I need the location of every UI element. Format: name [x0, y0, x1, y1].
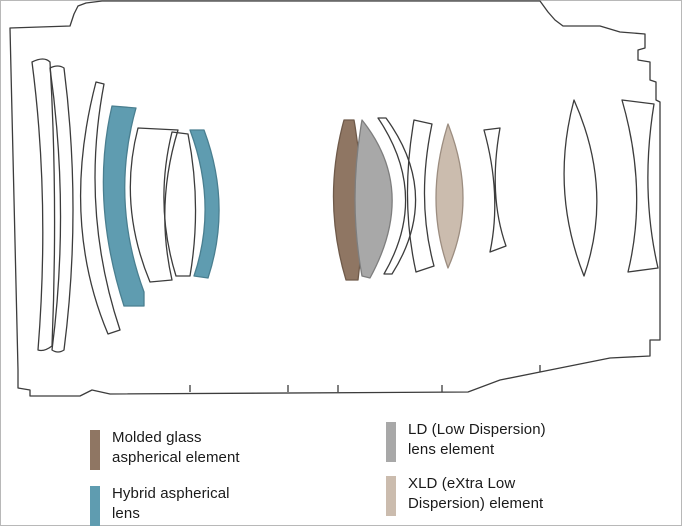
legend-label-hybrid: Hybrid aspherical lens: [112, 484, 230, 524]
legend-label-ld-line1: LD (Low Dispersion): [408, 421, 546, 438]
legend-item-molded: Molded glass aspherical element: [90, 428, 240, 470]
lens-element-5: [163, 131, 197, 277]
hybrid-aspherical-element-2: [189, 129, 220, 279]
legend-label-xld-line1: XLD (eXtra Low: [408, 475, 516, 492]
lens-element-7: [406, 119, 435, 273]
ld-lens-element: [354, 119, 393, 279]
barrel-tick-marks: [189, 365, 541, 392]
legend-label-xld-line2: Dispersion) element: [408, 495, 544, 512]
lens-barrel-outline: [9, 0, 661, 397]
lens-element-8: [483, 127, 507, 253]
legend-swatch-ld: [386, 422, 396, 462]
legend-swatch-xld: [386, 476, 396, 516]
legend-label-ld-line2: lens element: [408, 441, 495, 458]
legend-label-hybrid-line1: Hybrid aspherical: [112, 485, 230, 502]
lens-cross-section-diagram: [9, 0, 661, 397]
legend-label-xld: XLD (eXtra Low Dispersion) element: [408, 474, 543, 514]
lens-element-10: [621, 99, 659, 273]
legend-item-hybrid: Hybrid aspherical lens: [90, 484, 230, 526]
legend-swatch-molded: [90, 430, 100, 470]
legend-label-molded-line2: aspherical element: [112, 449, 240, 466]
legend-label-molded: Molded glass aspherical element: [112, 428, 240, 468]
xld-element: [435, 123, 464, 269]
legend-label-hybrid-line2: lens: [112, 505, 140, 522]
lens-element-9: [563, 99, 598, 277]
legend-item-xld: XLD (eXtra Low Dispersion) element: [386, 474, 543, 516]
lens-element-3: [79, 81, 121, 335]
lens-element-6: [377, 117, 417, 275]
lens-element-1: [31, 58, 56, 352]
legend-label-molded-line1: Molded glass: [112, 429, 202, 446]
legend-swatch-hybrid: [90, 486, 100, 526]
hybrid-aspherical-element-1: [102, 105, 145, 307]
lens-element-2: [49, 65, 74, 353]
legend-item-ld: LD (Low Dispersion) lens element: [386, 420, 546, 462]
lens-element-4: [129, 127, 179, 283]
legend-label-ld: LD (Low Dispersion) lens element: [408, 420, 546, 460]
